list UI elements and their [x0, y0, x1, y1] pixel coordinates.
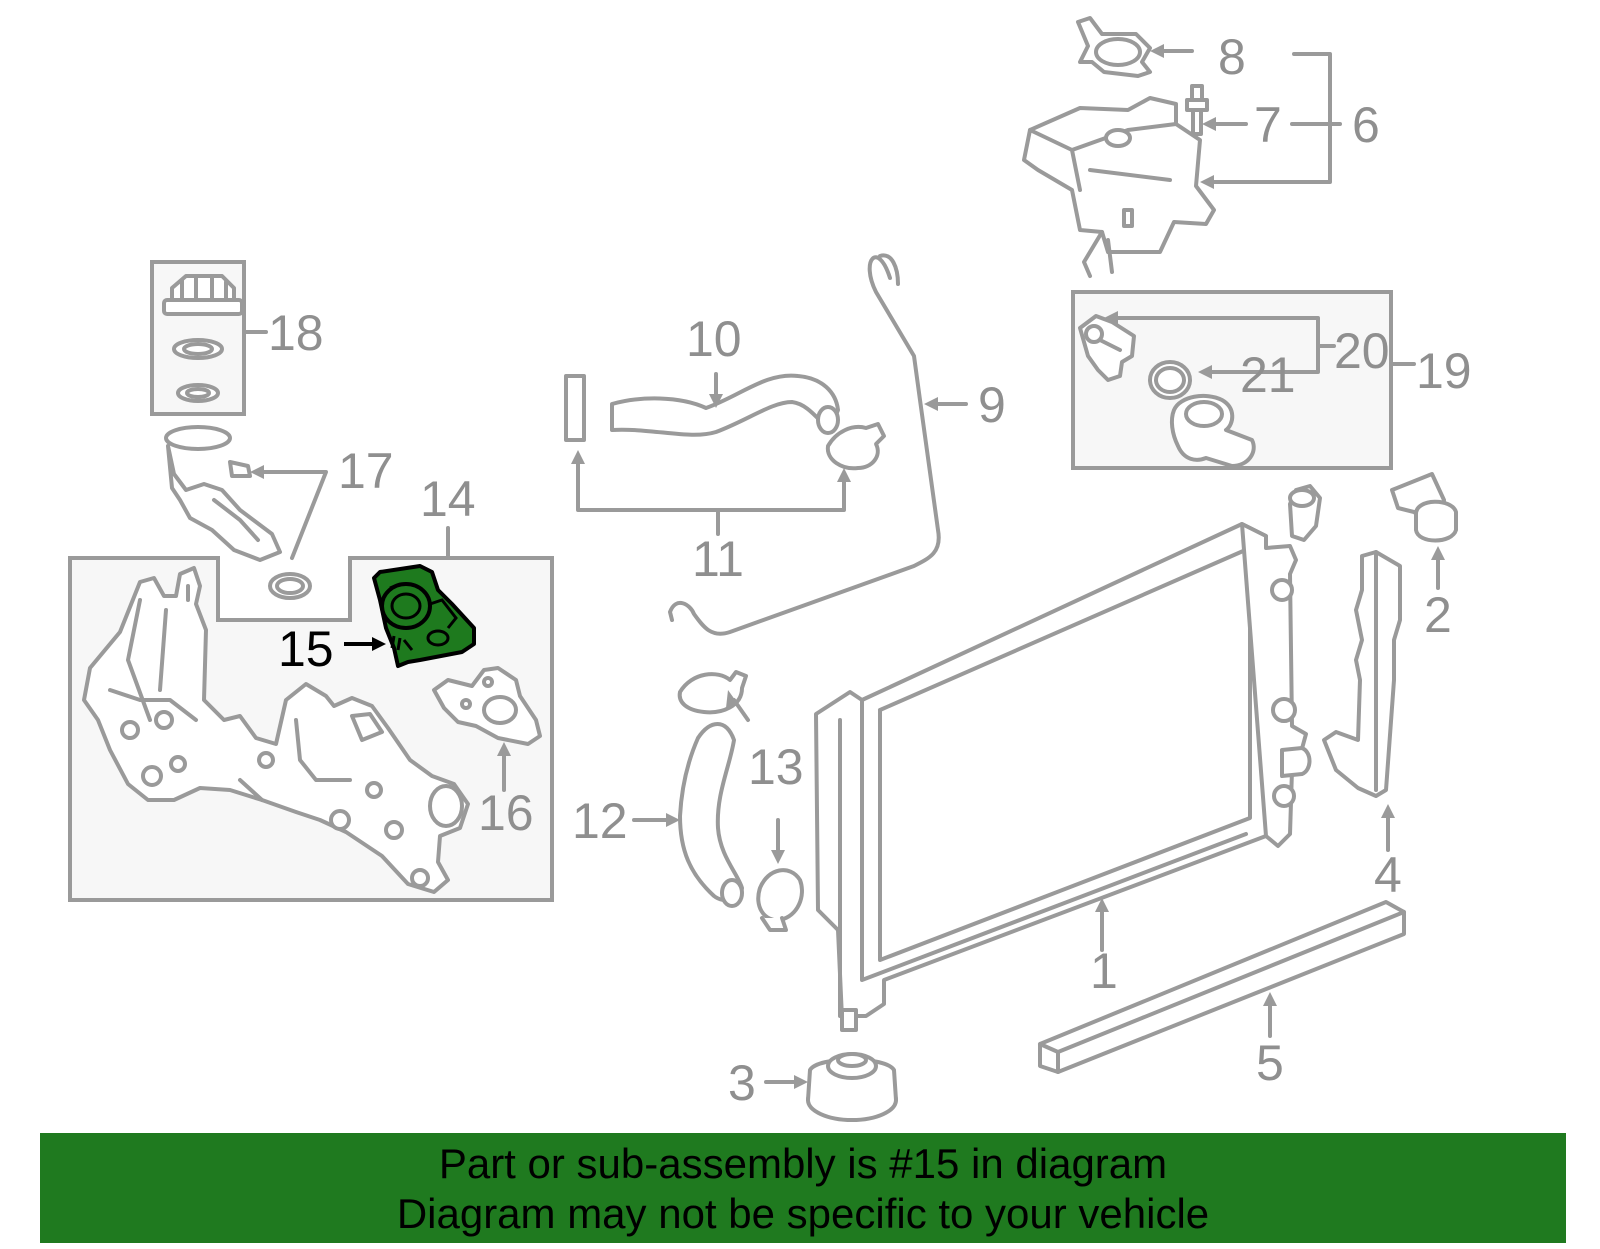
callout-3: 3: [728, 1055, 756, 1111]
callout-15: 15: [278, 621, 334, 677]
callout-1: 1: [1090, 943, 1118, 999]
callout-10: 10: [686, 311, 742, 367]
part-6-reservoir: [1022, 96, 1216, 278]
callout-9: 9: [978, 377, 1006, 433]
banner-line-2: Diagram may not be specific to your vehi…: [396, 1190, 1210, 1237]
part-3-lower-mount: [806, 1052, 898, 1122]
callout-13: 13: [748, 739, 804, 795]
callout-8: 8: [1218, 29, 1246, 85]
part-17-filler-neck: [164, 425, 312, 600]
part-20-thermostat: [1078, 314, 1136, 382]
part-10-upper-hose: [564, 373, 886, 471]
part-8-clip: [1076, 16, 1152, 78]
callout-7: 7: [1254, 97, 1282, 153]
part-19-housing: [1169, 393, 1256, 468]
part-14-housing: [82, 566, 470, 894]
callout-19: 19: [1416, 343, 1472, 399]
callout-18: 18: [268, 305, 324, 361]
banner-line-1: Part or sub-assembly is #15 in diagram: [438, 1140, 1168, 1187]
part-1-radiator: [814, 484, 1322, 1032]
callout-14: 14: [420, 471, 476, 527]
leader-lines: [250, 44, 1445, 1089]
callout-11: 11: [692, 531, 744, 587]
part-16-gasket: [432, 666, 542, 746]
callout-2: 2: [1424, 587, 1452, 643]
info-banner: Part or sub-assembly is #15 in diagram D…: [40, 1133, 1566, 1243]
part-2-mount: [1390, 472, 1458, 543]
part-21-seal: [1148, 360, 1192, 400]
part-7-bolt: [1185, 84, 1209, 136]
callout-16: 16: [478, 785, 534, 841]
callout-21: 21: [1240, 347, 1296, 403]
callout-20: 20: [1334, 323, 1390, 379]
callout-4: 4: [1374, 847, 1402, 903]
part-9-tube: [668, 253, 941, 636]
callout-12: 12: [572, 793, 628, 849]
part-4-baffle: [1322, 550, 1402, 798]
part-13-clamps: [677, 670, 804, 932]
callout-17: 17: [338, 443, 394, 499]
part-5-bar: [1038, 900, 1406, 1074]
callout-5: 5: [1256, 1035, 1284, 1091]
part-18-cap: [162, 274, 244, 403]
part-12-lower-hose: [678, 722, 744, 908]
callout-6: 6: [1352, 97, 1380, 153]
part-15-highlighted: [372, 564, 476, 668]
